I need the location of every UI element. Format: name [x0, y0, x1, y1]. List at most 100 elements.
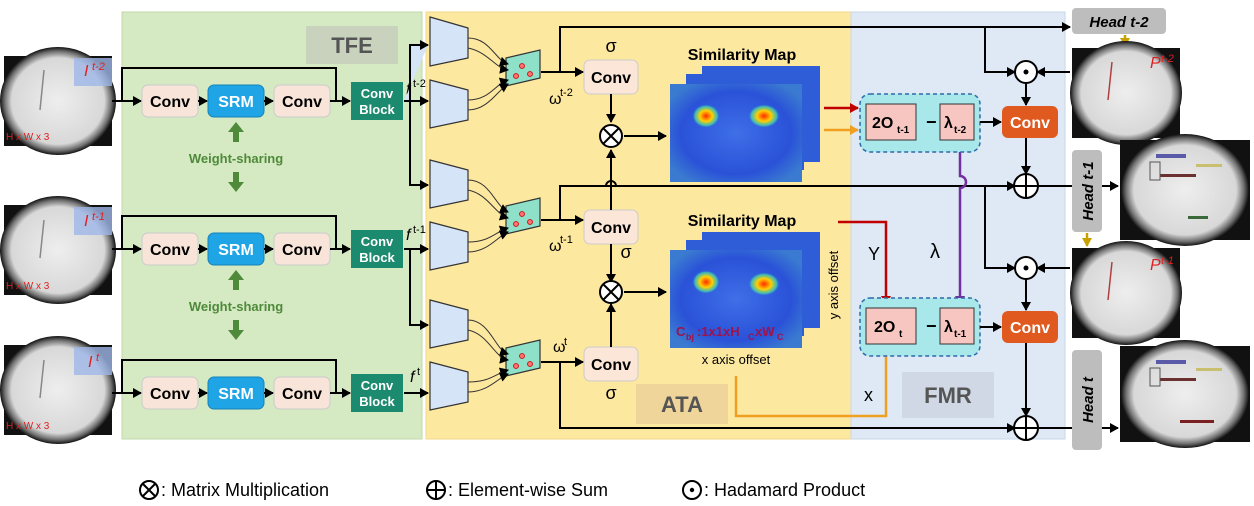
matmul-1 — [599, 124, 623, 148]
red-connector-bottom — [838, 220, 891, 305]
svg-text:t: t — [899, 329, 903, 340]
sigma-label: σ — [605, 36, 616, 56]
svg-text:C: C — [777, 332, 784, 342]
svg-text:Head t-2: Head t-2 — [1089, 14, 1149, 31]
input-sup-t: t — [96, 352, 100, 364]
tfe-title: TFE — [331, 33, 373, 58]
legend-matmul-icon — [139, 480, 159, 500]
x-label: x — [864, 385, 873, 405]
conv-block-line2: Block — [359, 250, 395, 265]
input-size-t1: H x W x 3 — [6, 281, 50, 292]
cbj-label: C — [676, 324, 686, 339]
svg-text:C: C — [748, 332, 755, 342]
svg-text:2O: 2O — [874, 319, 895, 336]
svg-text:Conv: Conv — [591, 357, 631, 374]
svg-text:t-1: t-1 — [954, 329, 967, 340]
conv-block-line1: Conv — [361, 378, 394, 393]
feature-label-t1: f — [406, 227, 412, 244]
input-size-t2: H x W x 3 — [6, 132, 50, 143]
svg-text::1x1xH: :1x1xH — [697, 324, 740, 339]
legend-matmul-text: : Matrix Multiplication — [161, 480, 329, 500]
conv-label: Conv — [282, 94, 322, 111]
srm-label: SRM — [218, 386, 254, 403]
svg-text:−: − — [926, 316, 937, 336]
svg-text:λ: λ — [944, 115, 953, 132]
fmr-box-bottom: 2O t − λ t-1 — [859, 297, 981, 357]
weight-sup-t: t — [564, 336, 567, 348]
conv-block — [351, 82, 403, 120]
weight-label-t1: ω — [549, 238, 562, 255]
weight-sup-t2: t-2 — [560, 87, 573, 99]
feature-label-t: f — [410, 369, 416, 386]
similarity-map-title: Similarity Map — [688, 213, 797, 230]
conv-block — [351, 374, 403, 412]
weight-sharing-2: Weight-sharing — [189, 270, 283, 340]
svg-text:λ: λ — [944, 319, 953, 336]
ata-arrows — [541, 22, 1071, 433]
fmr-box-top: 2O t-1 − λ t-2 — [859, 93, 981, 153]
head-t: Head t — [1072, 350, 1102, 450]
weight-label-t2: ω — [549, 91, 562, 108]
fmr-title: FMR — [924, 383, 972, 408]
conv-block-line1: Conv — [361, 234, 394, 249]
conv-label: Conv — [282, 242, 322, 259]
srm-label: SRM — [218, 94, 254, 111]
legend-hadamard-icon — [682, 480, 702, 500]
svg-text:bj: bj — [686, 332, 694, 342]
feature-sup-t: t — [417, 366, 420, 378]
conv-label: Conv — [282, 386, 322, 403]
tfe-row-1: Conv SRM Conv Conv Block — [112, 67, 403, 120]
fmr-conv-top: Conv — [1002, 106, 1058, 138]
similarity-map-2: Similarity Map C bj :1x1xH C xW C — [670, 213, 820, 348]
conv-block-line1: Conv — [361, 86, 394, 101]
prediction-image-t2: P t-2 — [1070, 41, 1182, 145]
conv-label: Conv — [150, 386, 190, 403]
input-label-t: I — [88, 354, 93, 371]
hadamard-2 — [1014, 256, 1038, 280]
conv-block-line2: Block — [359, 394, 395, 409]
feature-sup-t2: t-2 — [413, 78, 426, 90]
prediction-sup-t2: t-2 — [1161, 53, 1174, 65]
head-t2: Head t-2 — [1072, 8, 1166, 47]
svg-text:Conv: Conv — [1010, 115, 1050, 132]
legend-hadamard-text: : Hadamard Product — [704, 480, 865, 500]
conv-label: Conv — [150, 94, 190, 111]
lambda-label: λ — [930, 241, 940, 263]
sigma-label: σ — [605, 383, 616, 403]
svg-text:t-1: t-1 — [897, 125, 910, 136]
conv-label: Conv — [150, 242, 190, 259]
svg-text:2O: 2O — [872, 115, 893, 132]
input-label-t2: I — [84, 63, 89, 80]
svg-text:xW: xW — [755, 324, 775, 339]
ata-conv-3: Conv σ — [583, 346, 639, 403]
tfe-title-bg — [306, 26, 398, 64]
input-image-t: I t H x W x 3 — [0, 336, 116, 444]
similarity-map-1: Similarity Map — [670, 47, 820, 182]
weight-sharing-1: Weight-sharing — [189, 122, 283, 192]
ata-title: ATA — [661, 392, 703, 417]
tfe-row-2: Conv SRM Conv Conv Block — [112, 215, 403, 268]
fan-in-curves — [467, 37, 509, 393]
weight-plane-dots — [513, 63, 533, 369]
purple-connector — [955, 150, 968, 305]
head-t1: Head t-1 — [1072, 150, 1102, 247]
legend-sum-text: : Element-wise Sum — [448, 480, 608, 500]
y-label: Y — [868, 244, 880, 264]
y-offset-label: y axis offset — [826, 250, 841, 319]
sigma-label: σ — [620, 242, 631, 262]
conv-block — [351, 230, 403, 268]
ata-title-bg — [636, 384, 728, 424]
svg-text:−: − — [926, 112, 937, 132]
srm-label: SRM — [218, 242, 254, 259]
feature-sup-t1: t-1 — [413, 224, 426, 236]
prediction-sup-t1: t-1 — [1161, 255, 1174, 267]
legend: : Matrix Multiplication : Element-wise S… — [139, 480, 865, 500]
input-sup-t1: t-1 — [92, 211, 105, 223]
weight-sharing-label: Weight-sharing — [189, 151, 283, 166]
prediction-image-t1: P t-1 — [1070, 241, 1182, 345]
weight-sup-t1: t-1 — [560, 234, 573, 246]
svg-text:Conv: Conv — [591, 220, 631, 237]
output-image-t — [1120, 340, 1250, 448]
hadamard-1 — [1014, 60, 1038, 84]
